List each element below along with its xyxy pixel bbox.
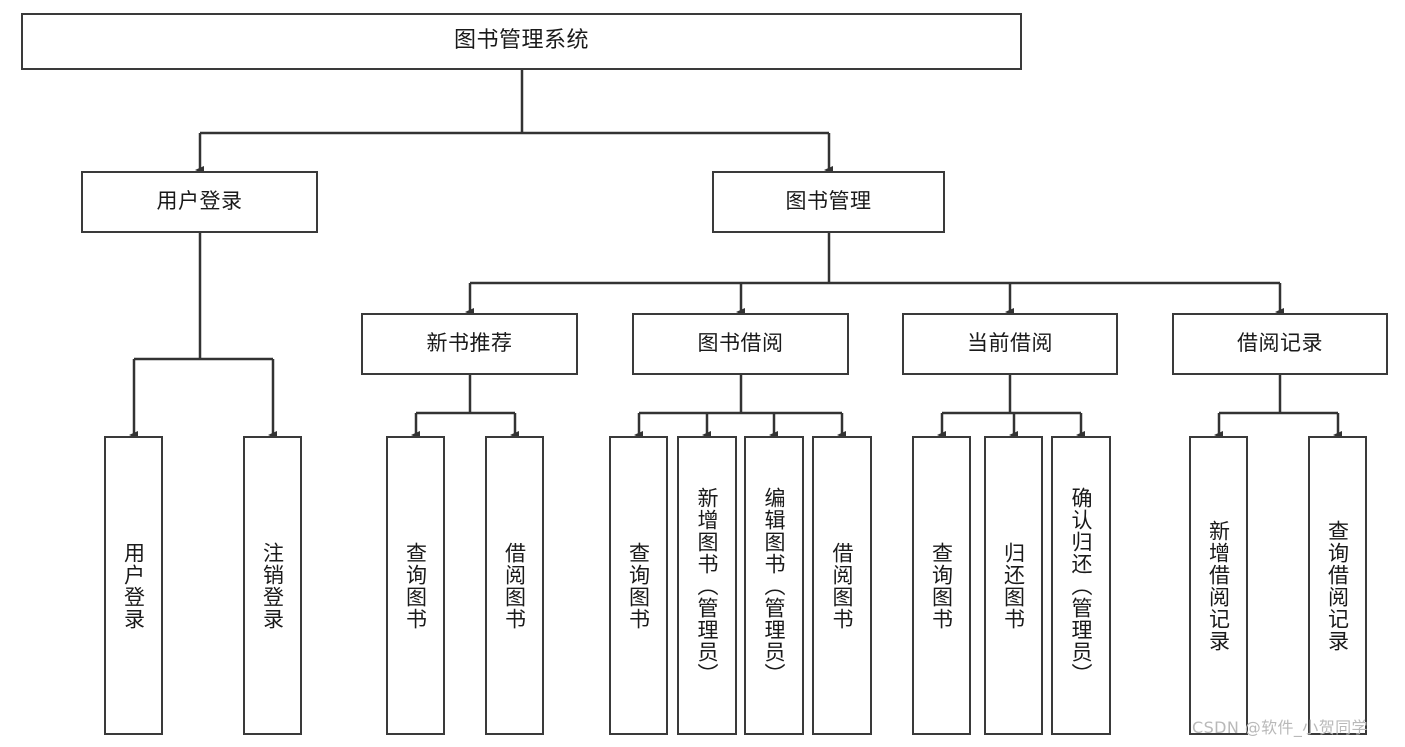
node-label: 新书推荐 (426, 331, 513, 356)
node-label: 新增借阅记录 (1206, 519, 1231, 652)
node-leaf_add_record[interactable]: 新增借阅记录 (1189, 436, 1248, 735)
node-label: 图书管理 (785, 189, 872, 214)
node-leaf_query_book_cur[interactable]: 查询图书 (912, 436, 971, 735)
node-leaf_query_book_borrow[interactable]: 查询图书 (609, 436, 668, 735)
node-leaf_add_book[interactable]: 新增图书（管理员） (677, 436, 737, 735)
node-label: 当前借阅 (967, 331, 1053, 356)
node-leaf_query_record[interactable]: 查询借阅记录 (1308, 436, 1367, 735)
node-label: 归还图书 (1001, 541, 1026, 630)
node-label: 图书管理系统 (453, 28, 589, 54)
node-label: 图书借阅 (697, 331, 784, 356)
node-user_login[interactable]: 用户登录 (81, 171, 318, 233)
node-borrow_record[interactable]: 借阅记录 (1172, 313, 1388, 375)
node-book_mgmt[interactable]: 图书管理 (712, 171, 945, 233)
node-label: 用户登录 (121, 541, 146, 630)
node-label: 注销登录 (260, 541, 285, 630)
node-leaf_borrow_book[interactable]: 借阅图书 (812, 436, 872, 735)
node-label: 查询借阅记录 (1325, 519, 1350, 652)
node-book_borrow[interactable]: 图书借阅 (632, 313, 849, 375)
node-root[interactable]: 图书管理系统 (21, 13, 1022, 70)
node-leaf_user_logout[interactable]: 注销登录 (243, 436, 302, 735)
node-leaf_user_login[interactable]: 用户登录 (104, 436, 163, 735)
node-label: 编辑图书（管理员） (762, 486, 787, 685)
node-label: 借阅图书 (502, 541, 527, 630)
node-label: 新增图书（管理员） (695, 486, 720, 685)
node-current_borrow[interactable]: 当前借阅 (902, 313, 1118, 375)
node-leaf_confirm_return[interactable]: 确认归还（管理员） (1051, 436, 1111, 735)
node-label: 查询图书 (626, 541, 651, 630)
node-label: 确认归还（管理员） (1069, 486, 1094, 685)
node-leaf_borrow_book_rec[interactable]: 借阅图书 (485, 436, 544, 735)
node-label: 查询图书 (929, 541, 954, 630)
node-label: 用户登录 (156, 189, 243, 214)
node-leaf_query_book_rec[interactable]: 查询图书 (386, 436, 445, 735)
node-new_book_rec[interactable]: 新书推荐 (361, 313, 578, 375)
watermark-text: CSDN @软件_小贺同学 (1192, 718, 1368, 737)
connector-group (129, 70, 1342, 439)
node-label: 借阅图书 (830, 541, 855, 630)
node-label: 借阅记录 (1237, 331, 1323, 356)
node-leaf_edit_book[interactable]: 编辑图书（管理员） (744, 436, 804, 735)
node-leaf_return_book[interactable]: 归还图书 (984, 436, 1043, 735)
node-label: 查询图书 (403, 541, 428, 630)
